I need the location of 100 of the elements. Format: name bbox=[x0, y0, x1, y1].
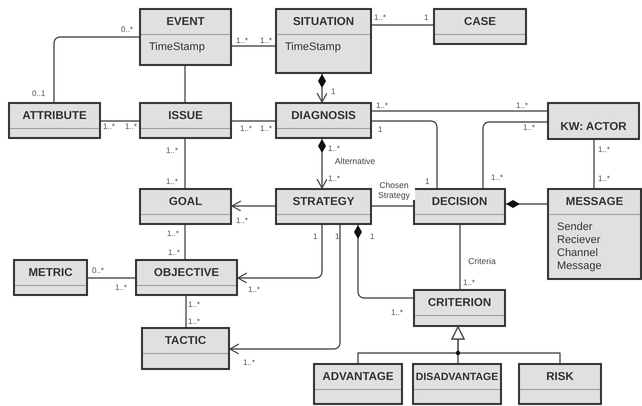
multiplicity-label: 1..* bbox=[598, 145, 610, 154]
multiplicity-label: 1 bbox=[378, 125, 382, 134]
attribute-text: Channel bbox=[556, 247, 599, 260]
multiplicity-label: 1..* bbox=[491, 173, 504, 182]
attribute-text: Sender bbox=[556, 221, 594, 234]
class-name: DIAGNOSIS bbox=[290, 109, 357, 123]
multiplicity-label: 1 bbox=[424, 13, 428, 22]
multiplicity-label: 0..1 bbox=[32, 89, 46, 98]
multiplicity-label: 1..* bbox=[391, 308, 404, 317]
generalization-arrow bbox=[451, 326, 561, 363]
association-line bbox=[184, 225, 186, 259]
association-line bbox=[372, 120, 438, 188]
multiplicity-label: 1..* bbox=[188, 300, 200, 309]
class-box bbox=[8, 102, 101, 139]
class-box bbox=[135, 259, 238, 296]
association-line bbox=[88, 277, 135, 279]
multiplicity-label: 1..* bbox=[248, 285, 260, 294]
class-name: MESSAGE bbox=[564, 195, 624, 209]
association-line bbox=[593, 140, 595, 188]
association-arrow bbox=[237, 225, 323, 284]
class-name: ADVANTAGE bbox=[321, 370, 395, 384]
multiplicity-label: 1..* bbox=[243, 358, 256, 367]
association-line bbox=[185, 296, 187, 327]
association-arrow bbox=[231, 200, 275, 212]
class-name: SITUATION bbox=[292, 15, 356, 29]
multiplicity-label: 1..* bbox=[376, 101, 388, 110]
multiplicity-label: 1..* bbox=[260, 124, 272, 133]
composition-line bbox=[316, 74, 328, 103]
class-name: METRIC bbox=[27, 266, 74, 280]
class-box bbox=[412, 363, 502, 405]
attribute-text: TimeStamp bbox=[284, 41, 342, 54]
class-box bbox=[275, 102, 372, 139]
association-arrow bbox=[229, 225, 341, 355]
multiplicity-label: 1 bbox=[335, 232, 340, 241]
multiplicity-label: 1..* bbox=[115, 283, 128, 292]
class-box bbox=[433, 8, 527, 45]
class-name: ATTRIBUTE bbox=[21, 109, 88, 123]
multiplicity-label: 1..* bbox=[236, 216, 248, 225]
multiplicity-label: 1..* bbox=[328, 174, 340, 183]
association-line bbox=[53, 36, 139, 102]
multiplicity-label: 1 bbox=[331, 87, 336, 96]
class-name: TACTIC bbox=[164, 334, 208, 348]
multiplicity-label: 1..* bbox=[598, 174, 610, 183]
multiplicity-label: 1..* bbox=[516, 101, 528, 110]
class-box bbox=[139, 188, 232, 225]
multiplicity-label: 1..* bbox=[166, 146, 178, 155]
multiplicity-label: 0..* bbox=[92, 266, 104, 275]
class-name: KW: ACTOR bbox=[559, 120, 628, 134]
attribute-text: Message bbox=[556, 260, 603, 273]
class-box bbox=[139, 8, 232, 66]
association-line bbox=[232, 45, 275, 47]
multiplicity-label: 1..* bbox=[168, 248, 180, 257]
class-box bbox=[547, 102, 640, 140]
multiplicity-label: 1..* bbox=[236, 36, 248, 45]
attribute-text: TimeStamp bbox=[148, 41, 206, 54]
multiplicity-label: 1..* bbox=[188, 317, 200, 326]
class-box bbox=[275, 188, 372, 225]
class-name: GOAL bbox=[168, 195, 204, 209]
class-name: RISK bbox=[545, 370, 575, 384]
multiplicity-label: 1..* bbox=[125, 122, 138, 131]
multiplicity-label: 1..* bbox=[103, 122, 116, 131]
multiplicity-label: 1 bbox=[370, 232, 374, 241]
class-name: EVENT bbox=[165, 15, 206, 29]
multiplicity-label: 1..* bbox=[523, 123, 536, 132]
association-line bbox=[372, 110, 547, 112]
multiplicity-label: 1 bbox=[313, 232, 318, 241]
association-line bbox=[482, 121, 547, 188]
class-name: STRATEGY bbox=[292, 195, 356, 209]
class-box bbox=[141, 327, 230, 370]
class-box bbox=[547, 188, 642, 280]
class-name: DECISION bbox=[430, 195, 488, 209]
class-name: OBJECTIVE bbox=[152, 266, 220, 280]
composition-line bbox=[506, 200, 547, 208]
multiplicity-label: 1..* bbox=[167, 229, 180, 238]
association-line bbox=[184, 66, 186, 102]
multiplicity-label: 1..* bbox=[328, 144, 340, 153]
composition-line bbox=[354, 225, 413, 299]
class-box bbox=[313, 363, 403, 405]
class-name: DISADVANTAGE bbox=[414, 370, 500, 384]
association-line bbox=[372, 24, 433, 26]
class-name: CRITERION bbox=[426, 296, 492, 310]
multiplicity-label: 1..* bbox=[463, 278, 476, 287]
association-line bbox=[372, 205, 413, 207]
composition-line bbox=[316, 139, 328, 189]
attribute-text: Reciever bbox=[556, 234, 602, 247]
multiplicity-label: 1..* bbox=[240, 124, 252, 133]
class-box bbox=[139, 102, 232, 139]
multiplicity-label: 1 bbox=[425, 177, 430, 186]
multiplicity-label: 0..* bbox=[121, 25, 134, 34]
class-name: ISSUE bbox=[167, 109, 204, 123]
multiplicity-label: 1..* bbox=[166, 177, 178, 186]
class-name: CASE bbox=[463, 15, 497, 29]
class-box bbox=[275, 8, 372, 74]
class-box bbox=[413, 188, 506, 225]
class-box bbox=[13, 259, 88, 296]
class-box bbox=[518, 363, 602, 405]
class-box bbox=[413, 289, 506, 327]
multiplicity-label: 1..* bbox=[260, 36, 272, 45]
association-line bbox=[459, 225, 461, 289]
multiplicity-label: 1..* bbox=[374, 13, 386, 22]
